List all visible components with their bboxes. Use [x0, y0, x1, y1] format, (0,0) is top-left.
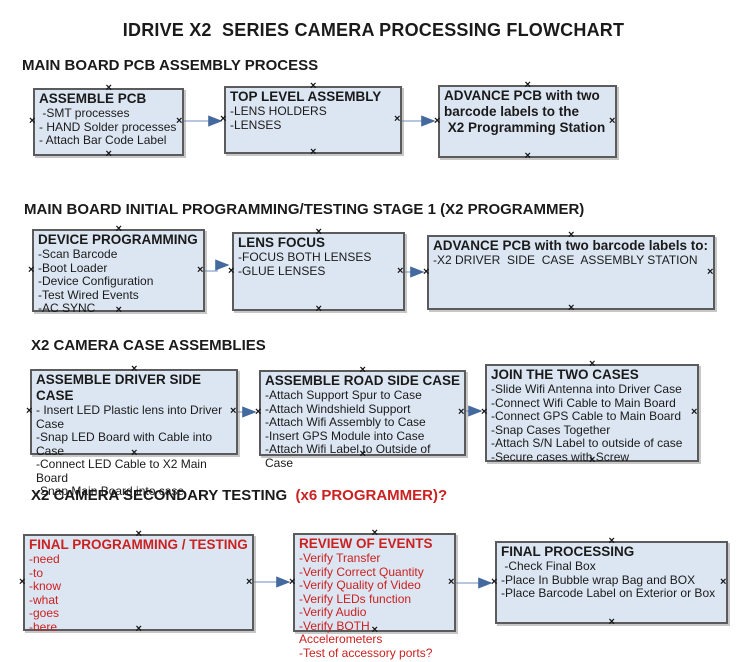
glue-point-icon — [220, 115, 228, 123]
box-line: -LENSES — [230, 117, 282, 132]
box-title: JOIN THE TWO CASES — [491, 367, 639, 382]
box-line: -Connect Wifi Cable to Main Board — [491, 395, 676, 410]
box-line: -Device Configuration — [38, 274, 154, 288]
box-line: -Attach Wifi Assembly to Case — [265, 415, 426, 429]
box-line: - HAND Solder processes — [39, 119, 177, 134]
section-heading-initial-programming: MAIN BOARD INITIAL PROGRAMMING/TESTING S… — [24, 201, 585, 218]
flow-box-assemble-pcb: ASSEMBLE PCB -SMT processes - HAND Solde… — [29, 84, 184, 158]
box-line: -SMT processes — [39, 106, 130, 120]
box-title: REVIEW OF EVENTS — [299, 536, 433, 551]
box-line: -Snap Main Board into case — [36, 484, 185, 498]
box-line: -what — [29, 592, 59, 607]
glue-point-icon — [609, 618, 617, 626]
box-line: -GLUE LENSES — [238, 263, 326, 278]
box-line: -Test Wired Events — [38, 287, 139, 302]
glue-point-icon — [106, 150, 114, 158]
box-line: -X2 DRIVER SIDE CASE ASSEMBLY STATION — [433, 253, 698, 267]
box-line: -Attach Wifi Label to Outside of Case — [265, 442, 434, 470]
box-line: -Attach S/N Label to outside of case — [491, 436, 683, 450]
glue-point-icon — [423, 268, 431, 276]
box-line: -AC SYNC — [38, 301, 96, 315]
flow-box-assemble-road-side-case: ASSEMBLE ROAD SIDE CASE -Attach Support … — [255, 366, 466, 469]
box-title: ASSEMBLE DRIVER SIDE CASE — [36, 372, 205, 403]
glue-point-icon — [255, 408, 263, 416]
page-title: IDRIVE X2 SERIES CAMERA PROCESSING FLOWC… — [122, 20, 625, 40]
box-line: -know — [29, 579, 62, 593]
box-line: -to — [29, 565, 44, 580]
flow-box-lens-focus: LENS FOCUS -FOCUS BOTH LENSES -GLUE LENS… — [228, 228, 405, 313]
flow-box-assemble-driver-side-case: ASSEMBLE DRIVER SIDE CASE - Insert LED P… — [26, 365, 238, 498]
section-heading-secondary-testing-red: (x6 PROGRAMMER)? — [295, 487, 448, 504]
flow-box-advance-pcb-programming-station: ADVANCE PCB with two barcode labels to t… — [434, 81, 617, 160]
flow-box-device-programming: DEVICE PROGRAMMING -Scan Barcode -Boot L… — [28, 225, 205, 315]
flow-box-final-programming-testing: FINAL PROGRAMMING / TESTING -need -to -k… — [19, 530, 254, 633]
box-line: -here — [29, 619, 58, 634]
box-line: -Place Barcode Label on Exterior or Box — [501, 586, 716, 600]
flow-box-final-processing: FINAL PROCESSING -Check Final Box -Place… — [491, 537, 728, 626]
box-title: ADVANCE PCB with two barcode labels to: — [433, 238, 709, 253]
box-line: -FOCUS BOTH LENSES — [238, 250, 372, 264]
box-title: LENS FOCUS — [238, 235, 326, 250]
box-title: ASSEMBLE ROAD SIDE CASE — [265, 373, 461, 388]
box-line: -Test of accessory ports? — [299, 645, 433, 660]
box-title: ASSEMBLE PCB — [39, 91, 147, 106]
section-heading-secondary-testing-black: X2 CAMERA SECONDARY TESTING — [31, 487, 296, 504]
box-line: -Verify Audio — [299, 605, 367, 619]
glue-point-icon — [28, 266, 36, 274]
box-title: ADVANCE PCB with two barcode labels to t… — [444, 88, 606, 135]
box-line: -Attach Windshield Support — [265, 401, 411, 416]
box-line: -Connect GPS Cable to Main Board — [491, 409, 682, 423]
box-line: -Insert GPS Module into Case — [265, 428, 425, 443]
flow-box-top-level-assembly: TOP LEVEL ASSEMBLY -LENS HOLDERS -LENSES — [220, 82, 402, 156]
section-heading-pcb-assembly: MAIN BOARD PCB ASSEMBLY PROCESS — [22, 57, 319, 74]
box-line: -LENS HOLDERS — [230, 104, 327, 118]
box-line: -Snap LED Board with Cable into Case — [36, 430, 216, 458]
glue-point-icon — [29, 117, 37, 125]
box-line: -Check Final Box — [501, 559, 596, 573]
section-heading-case-assemblies: X2 CAMERA CASE ASSEMBLIES — [31, 337, 266, 354]
box-line: -Verify Correct Quantity — [299, 564, 424, 579]
connector-arrow-3 — [205, 259, 230, 272]
box-line: -Scan Barcode — [38, 247, 118, 261]
box-line: -Snap Cases Together — [491, 422, 611, 437]
box-line: -Secure cases with Screw — [491, 449, 630, 464]
glue-point-icon — [707, 268, 715, 276]
glue-point-icon — [568, 304, 576, 312]
box-line: -Attach Support Spur to Case — [265, 388, 422, 402]
box-line: -Verify Quality of Video — [299, 578, 421, 592]
box-line: -goes — [29, 606, 60, 620]
glue-point-icon — [289, 578, 297, 586]
box-title: DEVICE PROGRAMMING — [38, 232, 198, 247]
box-line: -Boot Loader — [38, 260, 108, 275]
box-title: FINAL PROCESSING — [501, 544, 635, 559]
glue-point-icon — [434, 117, 442, 125]
box-title: FINAL PROGRAMMING / TESTING — [29, 537, 248, 552]
glue-point-icon — [19, 578, 27, 586]
glue-point-icon — [481, 408, 489, 416]
box-line: -Verify LEDs function — [299, 591, 412, 606]
box-line: -Slide Wifi Antenna into Driver Case — [491, 382, 682, 396]
box-line: -need — [29, 552, 60, 566]
box-line: -Verify BOTH Accelerometers — [299, 618, 383, 646]
box-title: TOP LEVEL ASSEMBLY — [230, 89, 382, 104]
section-heading-secondary-testing: X2 CAMERA SECONDARY TESTING (x6 PROGRAMM… — [31, 487, 447, 504]
box-line: -Place In Bubble wrap Bag and BOX — [501, 572, 696, 587]
glue-point-icon — [310, 148, 318, 156]
glue-point-icon — [228, 267, 236, 275]
box-line: -Verify Transfer — [299, 551, 381, 565]
box-line: -Connect LED Cable to X2 Main Board — [36, 457, 211, 485]
box-line: - Attach Bar Code Label — [39, 133, 167, 147]
glue-point-icon — [26, 407, 34, 415]
glue-point-icon — [491, 578, 499, 586]
box-line: - Insert LED Plastic lens into Driver Ca… — [36, 403, 226, 431]
flow-box-join-the-two-cases: JOIN THE TWO CASES -Slide Wifi Antenna i… — [481, 360, 699, 464]
glue-point-icon — [316, 305, 324, 313]
flow-box-review-of-events: REVIEW OF EVENTS -Verify Transfer -Verif… — [289, 529, 456, 659]
glue-point-icon — [525, 152, 533, 160]
flow-box-advance-pcb-driver-side-station: ADVANCE PCB with two barcode labels to: … — [423, 231, 715, 312]
